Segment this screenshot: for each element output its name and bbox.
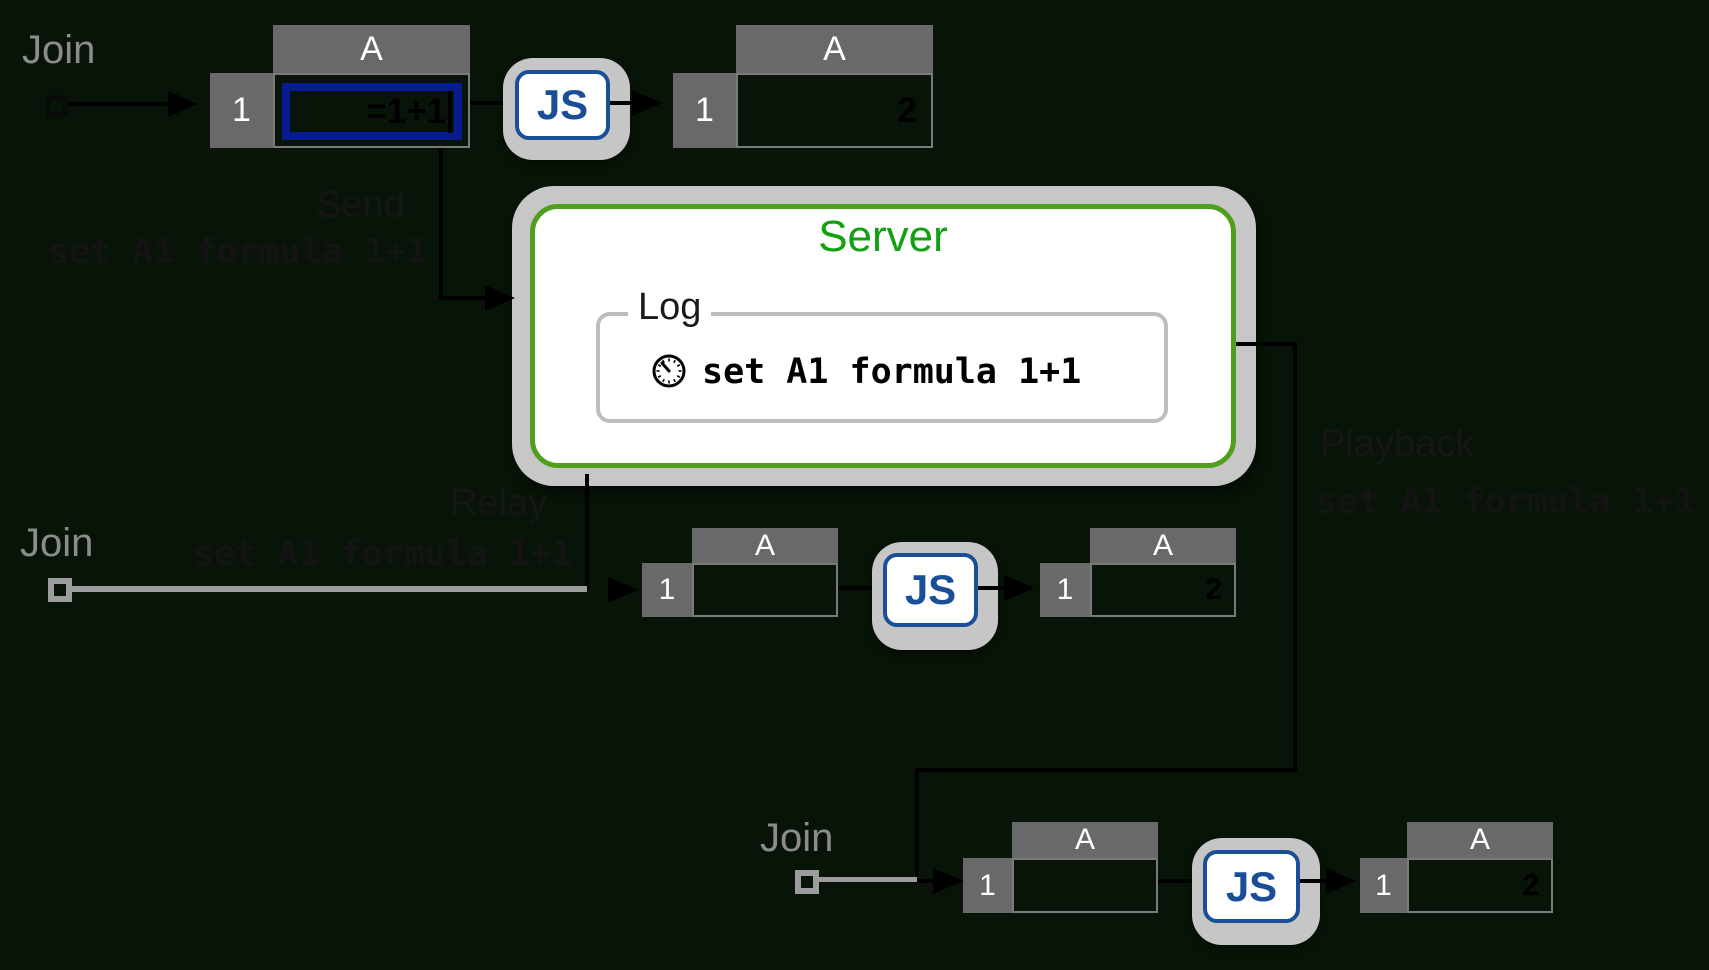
js-engine-badge: JS — [1203, 850, 1300, 923]
join-arrowhead-1 — [168, 91, 198, 117]
row-header: 1 — [210, 73, 273, 148]
log-panel — [596, 312, 1168, 423]
cell-a1: 2 — [736, 73, 933, 148]
join-line-2 — [70, 586, 587, 592]
playback-command: set A1 formula 1+1 — [1316, 482, 1696, 522]
cell-a1 — [692, 563, 838, 617]
cell-a1: 2 — [1090, 563, 1236, 617]
arrow-cell-to-js-2 — [838, 586, 874, 590]
playback-path-v1 — [1293, 342, 1297, 772]
playback-join-line — [919, 879, 937, 883]
text-cursor — [448, 90, 452, 133]
playback-label: Playback — [1320, 423, 1475, 465]
arrowhead-js-to-cell-2 — [1004, 575, 1034, 601]
join-line-3 — [817, 877, 917, 882]
row-header: 1 — [963, 858, 1012, 913]
row-header: 1 — [673, 73, 736, 148]
column-header: A — [1090, 528, 1236, 563]
relay-command: set A1 formula 1+1 — [193, 534, 573, 574]
send-command: set A1 formula 1+1 — [48, 232, 428, 272]
send-path-vertical — [439, 148, 443, 300]
js-engine-badge: JS — [515, 70, 610, 140]
playback-arrowhead — [933, 868, 963, 894]
relay-path-vertical — [585, 474, 589, 590]
cell-selection: =1+1 — [282, 83, 462, 140]
server-title: Server — [818, 212, 948, 261]
row-header: 1 — [1040, 563, 1090, 617]
arrowhead-js-to-cell-3 — [1326, 868, 1356, 894]
relay-label: Relay — [450, 482, 548, 524]
cell-a1 — [273, 73, 470, 148]
row-header: 1 — [1360, 858, 1407, 913]
join-marker-icon-2 — [48, 578, 72, 602]
join-arrow-line-1 — [68, 102, 172, 106]
cell-a1 — [1012, 858, 1158, 913]
column-header: A — [692, 528, 838, 563]
send-label: Send — [316, 184, 405, 226]
relay-arrowhead — [608, 577, 638, 603]
join-label-2: Join — [20, 521, 94, 565]
clock-icon — [652, 354, 686, 388]
send-arrowhead — [485, 285, 515, 311]
arrow-js-to-cell-3 — [1300, 879, 1328, 883]
join-marker-icon-3 — [795, 870, 819, 894]
join-marker-icon-1 — [46, 95, 68, 117]
arrow-js-to-cell-2 — [978, 586, 1006, 590]
playback-path-h2 — [915, 768, 1297, 772]
arrow-cell-to-js-3 — [1158, 879, 1194, 883]
send-path-horizontal — [439, 296, 489, 300]
log-entry: set A1 formula 1+1 — [702, 352, 1082, 392]
log-title: Log — [628, 286, 712, 329]
column-header: A — [273, 25, 470, 73]
row-header: 1 — [642, 563, 692, 617]
column-header: A — [1012, 822, 1158, 858]
cell-formula: =1+1 — [366, 91, 446, 131]
arrowhead-js-to-cell-1 — [632, 90, 662, 116]
arrow-js-to-cell-1 — [610, 101, 636, 105]
column-header: A — [736, 25, 933, 73]
server-box — [530, 204, 1236, 468]
join-label-3: Join — [760, 816, 834, 860]
playback-path-h1 — [1236, 342, 1297, 346]
js-engine-badge: JS — [883, 553, 978, 627]
column-header: A — [1407, 822, 1553, 858]
cell-a1: 2 — [1407, 858, 1553, 913]
join-label-1: Join — [22, 28, 96, 72]
arrow-cell-to-js-1 — [470, 101, 506, 105]
playback-path-v2 — [915, 768, 919, 881]
